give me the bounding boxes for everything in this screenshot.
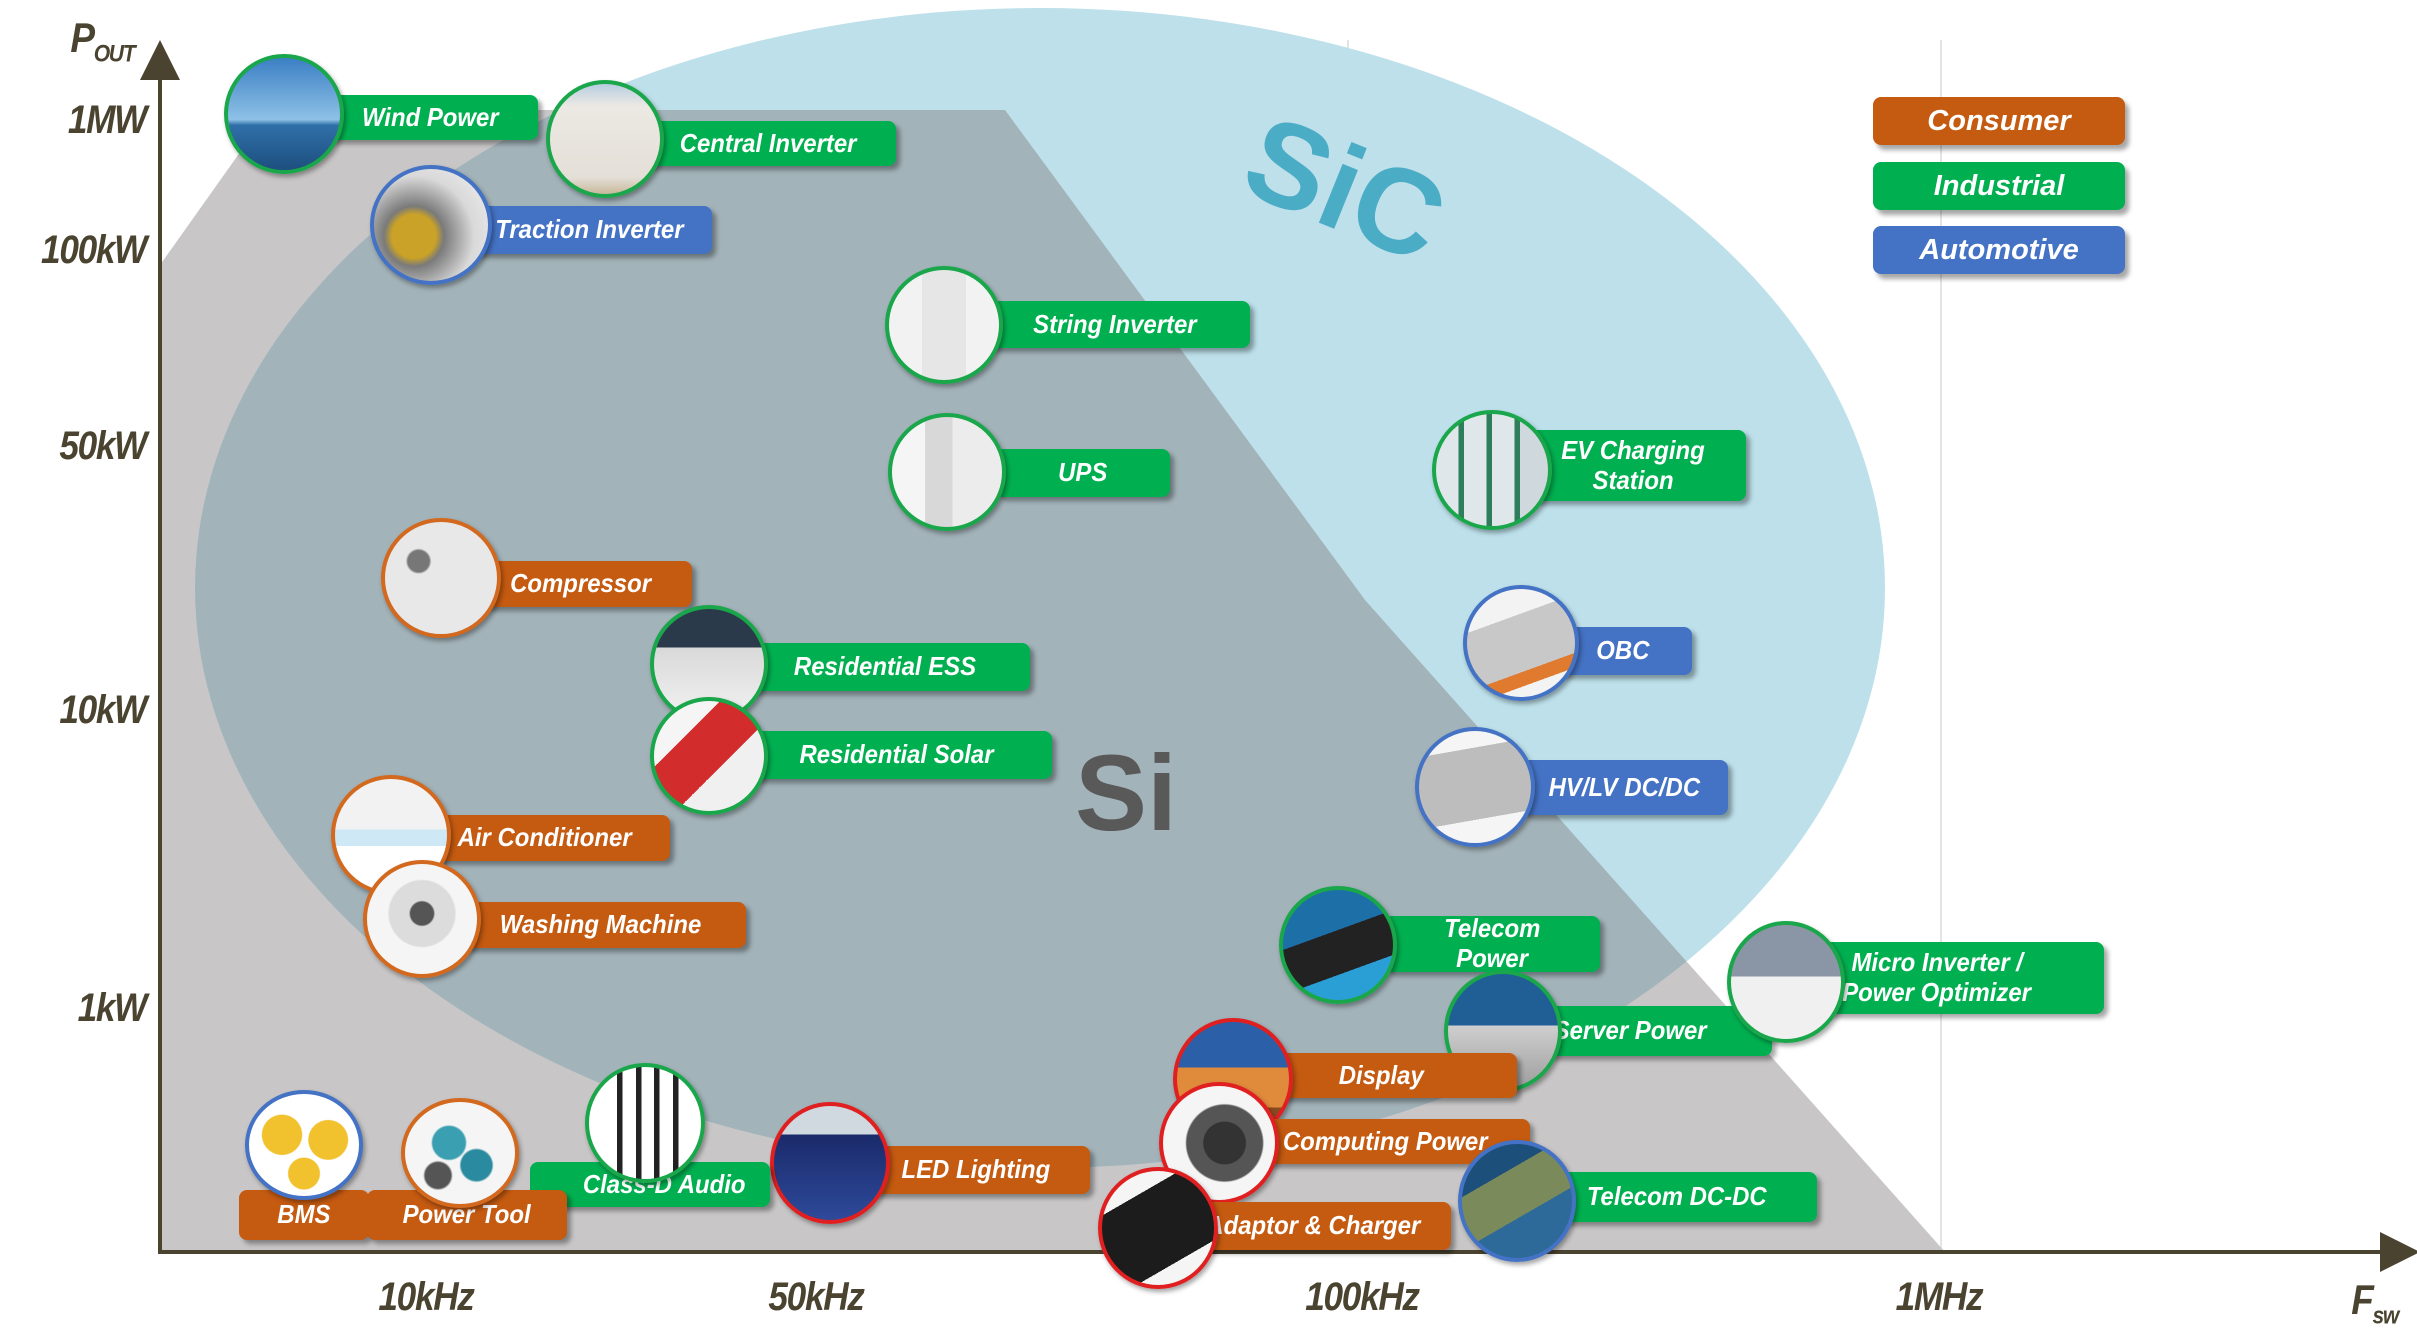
- x-axis-title-sub: SW: [2372, 1302, 2399, 1330]
- x-tick-label: 1MHz: [1895, 1275, 1984, 1319]
- app-label: Server Power: [1553, 1015, 1707, 1046]
- app-label: Adaptor & Charger: [1206, 1210, 1420, 1241]
- app-tag-ev-charging-station: EV Charging Station: [1520, 430, 1746, 501]
- app-tag-traction-inverter: Traction Inverter: [466, 206, 712, 254]
- app-label: Display: [1338, 1059, 1424, 1090]
- app-image-adaptor-charger: [1098, 1167, 1218, 1289]
- app-label: Traction Inverter: [494, 214, 684, 245]
- app-image-washing-machine: [363, 860, 481, 978]
- app-tag-residential-solar: Residential Solar: [740, 731, 1052, 779]
- app-tag-ups: UPS: [995, 449, 1170, 497]
- y-axis-title: POUT: [70, 14, 136, 68]
- y-tick-label: 50kW: [59, 424, 147, 468]
- app-label: LED Lighting: [901, 1154, 1051, 1185]
- app-label: Compressor: [510, 568, 652, 599]
- app-image-telecom-dcdc: [1458, 1140, 1576, 1262]
- x-tick-label: 100kHz: [1305, 1275, 1420, 1319]
- app-label: String Inverter: [1033, 308, 1197, 339]
- app-image-bms: [245, 1090, 363, 1200]
- app-label: Power: [1456, 943, 1528, 973]
- app-tag-central-inverter: Central Inverter: [640, 121, 896, 166]
- y-tick-label: 1MW: [67, 98, 147, 142]
- app-label: Washing Machine: [500, 909, 702, 940]
- app-tag-hvlv-dcdc: HV/LV DC/DC: [1520, 760, 1728, 815]
- app-image-led-lighting: [770, 1102, 890, 1224]
- legend-consumer-label: Consumer: [1927, 104, 2071, 137]
- y-axis-title-sub: OUT: [93, 40, 136, 68]
- app-label: Residential Solar: [798, 739, 994, 770]
- si-region-label: Si: [1075, 732, 1178, 853]
- app-tag-adaptor-charger: Adaptor & Charger: [1175, 1202, 1451, 1250]
- app-label: Telecom DC-DC: [1587, 1181, 1767, 1212]
- app-image-class-d-audio: [585, 1063, 705, 1183]
- x-tick-label: 10kHz: [378, 1275, 474, 1319]
- x-axis-title-main: F: [2351, 1276, 2374, 1323]
- app-image-string-inverter: [885, 266, 1003, 384]
- legend-industrial-label: Industrial: [1933, 169, 2065, 202]
- app-image-central-inverter: [546, 80, 664, 198]
- y-tick-label: 10kW: [59, 688, 147, 732]
- app-label: HV/LV DC/DC: [1548, 771, 1700, 802]
- app-image-traction-inverter: [370, 165, 492, 285]
- app-tag-led-lighting: LED Lighting: [862, 1146, 1090, 1194]
- app-label: Computing Power: [1282, 1125, 1488, 1156]
- legend-automotive: Automotive: [1873, 226, 2125, 274]
- app-label: Air Conditioner: [457, 822, 633, 853]
- app-image-ev-charging-station: [1432, 410, 1552, 530]
- legend-consumer: Consumer: [1873, 97, 2125, 145]
- app-label: EV Charging: [1561, 434, 1705, 465]
- app-image-compressor: [381, 518, 501, 638]
- app-tag-air-conditioner: Air Conditioner: [420, 815, 670, 861]
- legend-automotive-label: Automotive: [1919, 233, 2079, 266]
- app-image-ups: [888, 413, 1006, 531]
- app-label: Micro Inverter /: [1851, 947, 2023, 978]
- app-label: Telecom: [1443, 913, 1541, 944]
- app-label: Central Inverter: [679, 127, 857, 158]
- app-tag-washing-machine: Washing Machine: [456, 902, 746, 948]
- y-tick-label: 1kW: [77, 986, 148, 1030]
- y-axis-title-main: P: [70, 14, 95, 61]
- app-label: BMS: [277, 1199, 331, 1230]
- x-tick-label: 50kHz: [768, 1275, 864, 1319]
- app-image-hvlv-dcdc: [1415, 727, 1535, 847]
- app-label: Power Optimizer: [1842, 977, 2032, 1007]
- app-tag-compressor: Compressor: [470, 561, 692, 607]
- app-label: UPS: [1057, 457, 1108, 488]
- app-image-obc: [1463, 585, 1579, 701]
- legend-industrial: Industrial: [1873, 162, 2125, 210]
- app-image-power-tool: [401, 1098, 519, 1208]
- app-tag-string-inverter: String Inverter: [980, 301, 1250, 348]
- y-tick-label: 100kW: [41, 228, 147, 272]
- app-label: OBC: [1596, 635, 1650, 666]
- app-tag-telecom-power: Telecom Power: [1384, 913, 1600, 973]
- app-tag-telecom-dcdc: Telecom DC-DC: [1537, 1172, 1817, 1222]
- app-image-residential-solar: [650, 697, 768, 815]
- app-image-wind-power: [224, 54, 344, 174]
- x-axis-title: FSW: [2351, 1276, 2399, 1330]
- app-image-telecom-power: [1279, 886, 1397, 1004]
- app-image-micro-inverter: [1727, 921, 1845, 1043]
- app-tag-residential-ess: Residential ESS: [740, 643, 1030, 691]
- app-label: Residential ESS: [793, 651, 977, 682]
- app-label: Wind Power: [361, 101, 499, 132]
- app-tag-wind-power: Wind Power: [322, 95, 538, 140]
- app-label: Station: [1592, 464, 1674, 495]
